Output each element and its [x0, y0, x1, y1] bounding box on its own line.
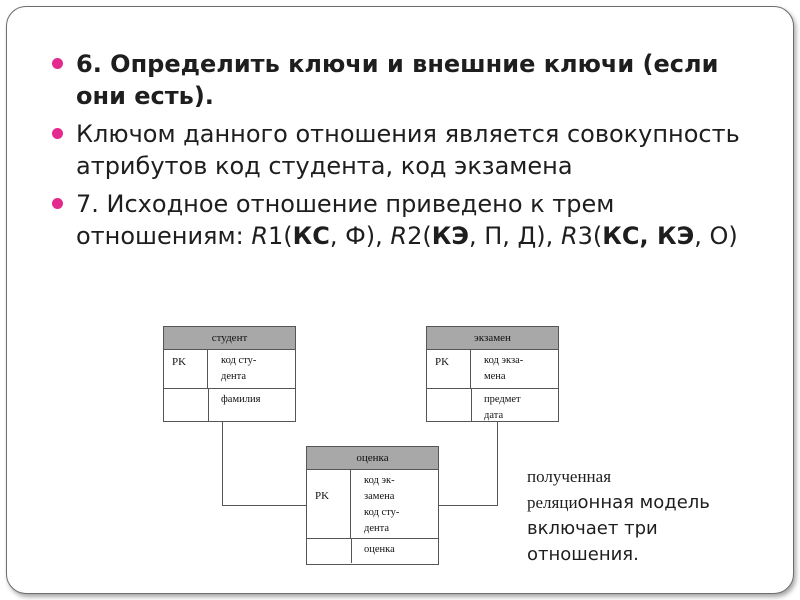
relation-r3-rest: , О) [694, 222, 738, 250]
attr-field: предмет дата [484, 394, 521, 421]
bullet-dot-icon [52, 198, 63, 209]
attr-field: оценка [364, 544, 395, 555]
relation-r1-name: R [251, 222, 268, 250]
table-row-pk: PK код сту- дента [164, 350, 295, 389]
relation-r1-rest: , Ф), [329, 222, 391, 250]
bullet-item-relations: 7. Исходное отношение приведено к трем о… [52, 188, 772, 284]
pk-label: PK [427, 350, 471, 388]
connector-student-vertical [222, 421, 223, 506]
table-row-attrs: оценка [307, 539, 438, 563]
table-row-attrs: предмет дата [427, 389, 558, 421]
pk-field: код экза- мена [484, 355, 524, 382]
connector-exam-vertical [497, 421, 498, 506]
table-header: экзамен [427, 327, 558, 350]
relation-r2-rest: , П, Д), [468, 222, 554, 250]
table-row-attrs: фамилия [164, 389, 295, 421]
relation-r1-num: 1( [268, 222, 293, 250]
table-header: студент [164, 327, 295, 350]
table-header: оценка [307, 447, 438, 470]
bullet-dot-icon [52, 58, 63, 69]
attr-field: фамилия [221, 394, 261, 405]
bullet-item-keys: 6. Определить ключи и внешние ключи (есл… [52, 48, 772, 112]
relation-r3-num: 3( [577, 222, 603, 250]
relation-r2-name: R [390, 222, 408, 250]
pk-field: код сту- дента [221, 355, 257, 382]
bullet-dot-icon [52, 128, 63, 139]
bullet-list: 6. Определить ключи и внешние ключи (есл… [52, 48, 772, 290]
bullet-text: Ключом данного отношения является совоку… [76, 120, 740, 180]
relation-r3-name: R [560, 222, 578, 250]
bullet-text: 6. Определить ключи и внешние ключи (есл… [76, 50, 719, 110]
diagram-caption: полученная реляционная модель включает т… [527, 464, 777, 568]
table-exam: экзамен PK код экза- мена предмет дата [426, 326, 559, 422]
caption-line: отношения. [527, 544, 639, 565]
relation-r3-key: КС, КЭ [602, 222, 695, 250]
table-row-pk: PK код эк- замена код сту- дента [307, 470, 438, 539]
caption-line: полученная [527, 467, 612, 486]
pk-label: PK [307, 470, 351, 538]
connector-exam-horizontal [438, 505, 498, 506]
relation-r2-key: КЭ [431, 222, 469, 250]
connector-student-horizontal [222, 505, 307, 506]
relation-r1-key: КС [292, 222, 330, 250]
pk-label: PK [164, 350, 208, 388]
bullet-item-key-description: Ключом данного отношения является совоку… [52, 118, 772, 182]
table-grade: оценка PK код эк- замена код сту- дента … [306, 446, 439, 565]
pk-field: код эк- замена код сту- дента [364, 475, 400, 534]
table-student: студент PK код сту- дента фамилия [163, 326, 296, 422]
relation-r2-num: 2( [407, 222, 432, 250]
table-row-pk: PK код экза- мена [427, 350, 558, 389]
caption-line: включает три [527, 518, 658, 539]
caption-line: реляционная модель [527, 492, 710, 513]
bullet-text-start: 7. Исходное отношение приведено к трем о… [76, 190, 615, 250]
